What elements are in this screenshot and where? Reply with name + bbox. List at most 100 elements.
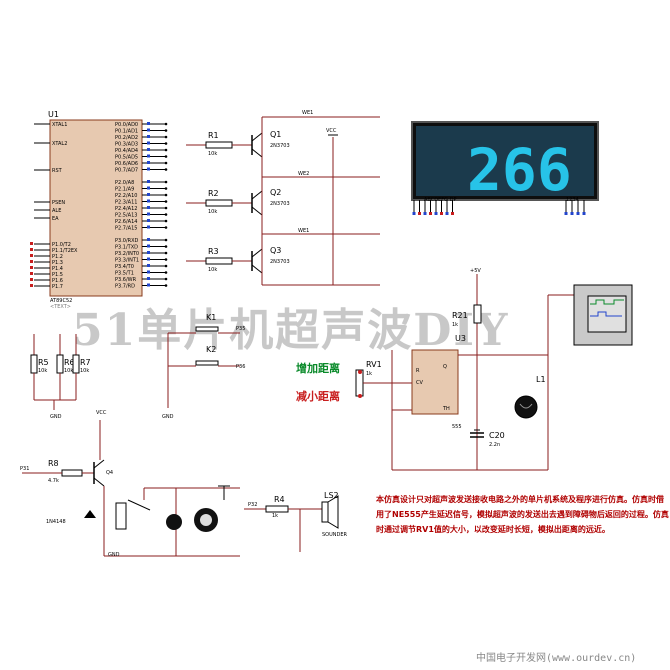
mcu-pin-label: XTAL1: [52, 122, 67, 128]
mcu-pin-label: P0.0/AD0: [115, 122, 138, 128]
key-k2-switch[interactable]: [195, 360, 219, 366]
r8-value: 4.7k: [48, 478, 59, 484]
lamp-icon: [166, 514, 182, 530]
lamp-l1-icon: [514, 395, 538, 419]
ne555-pin-r: R: [416, 368, 420, 374]
mcu-pin-label: EA: [52, 216, 59, 222]
relay-gnd: GND: [108, 552, 120, 558]
relay-vcc: VCC: [96, 410, 107, 416]
ne555-pin-q: Q: [443, 364, 447, 370]
driver-resistor-value: 10k: [208, 151, 217, 157]
supply-label: +5V: [470, 268, 481, 274]
pullup-gnd: GND: [50, 414, 62, 420]
seven-segment-display: 266 ABCDEFG DP 1234: [411, 121, 599, 215]
decrease-distance-label: 减小距离: [296, 389, 340, 403]
mcu-pin-label: P3.5/T1: [115, 271, 134, 277]
c20-value: 2.2n: [489, 442, 500, 448]
driver-transistor-ref: Q2: [270, 188, 281, 197]
mcu-pin-label: P3.2/INT0: [115, 251, 139, 257]
mcu-pin-label: P1.1/T2EX: [52, 248, 78, 254]
ne555-pin-th: TH: [442, 406, 450, 412]
mcu-left-pins: XTAL1XTAL2RSTPSENALEEAP1.0/T2P1.1/T2EXP1…: [30, 122, 78, 290]
key-net-2: P36: [236, 364, 245, 370]
driver-transistor-part: 2N3703: [270, 143, 290, 149]
driver-transistor-part: 2N3703: [270, 259, 290, 265]
sounder-icon: [321, 501, 329, 523]
mcu-pin-label: P3.1/TXD: [115, 245, 138, 251]
mcu-pin-label: P0.3/AD3: [115, 142, 138, 148]
key-k1-label: K1: [206, 313, 216, 322]
mcu-text-tag: <TEXT>: [50, 304, 71, 310]
rv1-value: 1k: [366, 371, 372, 377]
mcu-pin-label: PSEN: [52, 200, 65, 206]
mcu-pin-label: P1.3: [52, 260, 63, 266]
ne555-pin-cv: CV: [416, 380, 423, 386]
pullup-resistor-value: 10k: [64, 368, 73, 374]
mcu-pin-label: P1.5: [52, 272, 63, 278]
c20-label: C20: [489, 431, 505, 440]
driver-resistor-value: 10k: [208, 209, 217, 215]
display-segment-label: ABCDEFG DP: [424, 197, 456, 203]
net-we2: WE2: [298, 171, 309, 177]
driver-resistor-ref: R2: [208, 189, 219, 198]
mcu-pin-label: P2.7/A15: [115, 226, 137, 232]
mcu-pin-label: P0.1/AD1: [115, 129, 138, 135]
vcc-label: VCC: [326, 128, 337, 134]
resistor-icon: [205, 257, 233, 265]
mcu-pin-label: P3.0/RXD: [115, 238, 139, 244]
mcu-pin-label: P2.3/A11: [115, 200, 137, 206]
mcu-ref: U1: [48, 110, 59, 119]
pullup-resistor-ref: R7: [80, 358, 91, 367]
driver-resistor-ref: R1: [208, 131, 219, 140]
display-value: 266: [467, 136, 572, 204]
rv1-decrease-button[interactable]: [358, 394, 362, 398]
description-text: 本仿真设计只对超声波发送接收电路之外的单片机系统及程序进行仿真。仿真时借用了NE…: [376, 495, 669, 534]
buzzer-net: P32: [248, 502, 257, 508]
driver-resistor-ref: R3: [208, 247, 219, 256]
ne555-body: [411, 349, 459, 415]
buzzer-circuit: R4 1k P32 LS2 SOUNDER: [244, 491, 348, 552]
key-net-1: P35: [236, 326, 245, 332]
resistor-icon: [205, 199, 233, 207]
mcu-pin-label: P1.0/T2: [52, 242, 71, 248]
q4-label: Q4: [106, 470, 113, 476]
net-we3: WE1: [298, 228, 309, 234]
mcu-pin-label: P1.6: [52, 278, 63, 284]
mcu-part: AT89C52: [50, 298, 72, 304]
key-k1-switch[interactable]: [195, 326, 219, 332]
mcu-pin-label: P2.5/A13: [115, 213, 137, 219]
pullup-resistor-ref: R6: [64, 358, 75, 367]
net-we1: WE1: [302, 110, 313, 116]
mcu-pin-label: P2.4/A12: [115, 206, 137, 212]
mcu-pin-label: ALE: [52, 208, 61, 214]
mcu-pin-label: P1.7: [52, 284, 63, 290]
r8-label: R8: [48, 459, 59, 468]
mcu-pin-label: P2.1/A9: [115, 187, 134, 193]
driver-transistor-part: 2N3703: [270, 201, 290, 207]
mcu-pin-label: P0.2/AD2: [115, 135, 138, 141]
r21-value: 1k: [452, 322, 458, 328]
mcu-pin-label: P3.6/WR: [115, 277, 137, 283]
pullup-resistor-value: 10k: [38, 368, 47, 374]
mcu-pin-label: P0.4/AD4: [115, 148, 138, 154]
r21-label: R21: [452, 311, 468, 320]
ne555-part: 555: [452, 424, 462, 430]
pullup-resistor-icon: [30, 354, 38, 374]
relay-driver-circuit: VCC R8 4.7k P31 Q4 1N4148 GND: [20, 410, 240, 558]
mcu-body: [49, 119, 143, 297]
r4-value: 1k: [272, 513, 278, 519]
rv1-increase-button[interactable]: [358, 370, 362, 374]
relay-net: P31: [20, 466, 29, 472]
pullup-resistor-icon: [56, 354, 64, 374]
mcu-pin-label: P2.0/A8: [115, 180, 134, 186]
pullup-resistor-icon: [72, 354, 80, 374]
mcu-pin-label: P3.7/RD: [115, 284, 135, 290]
driver-transistor-ref: Q3: [270, 246, 281, 255]
mcu-pin-label: P0.5/AD5: [115, 155, 138, 161]
mcu-pin-label: P2.6/A14: [115, 219, 137, 225]
mcu-pin-label: P3.4/T0: [115, 264, 134, 270]
key-gnd: GND: [162, 414, 174, 420]
